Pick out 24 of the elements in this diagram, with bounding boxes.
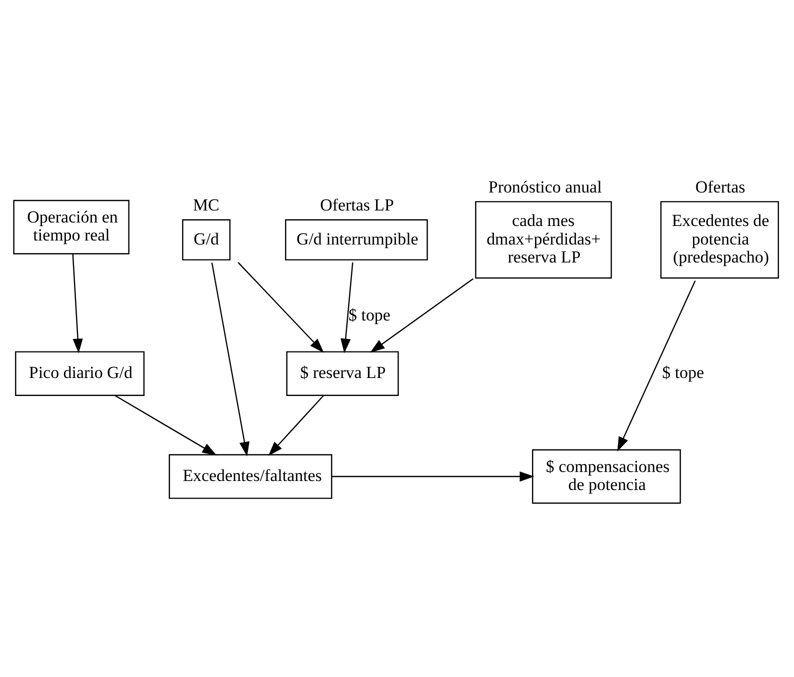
node-box: G/d [182,219,231,260]
node-box: Excedentes/faltantes [168,454,332,499]
arrow [617,280,696,452]
arrow [268,395,324,456]
node-box: G/d interrumpible [285,219,428,260]
node-label: Pronóstico anual [488,177,602,196]
edge-label: $ tope [348,306,390,325]
arrow [370,278,474,353]
arrow [332,471,534,482]
arrow [114,395,217,456]
edge-label: $ tope [662,363,704,382]
node-label: MC [192,195,220,214]
arrow [340,262,354,354]
arrow [72,254,83,354]
node-box: Operación en tiempo real [13,200,130,254]
arrow [238,262,324,353]
arrow [211,262,250,456]
node-label: Ofertas LP [320,195,394,214]
node-label: Ofertas [695,177,746,196]
node-box: cada mes dmax+pérdidas+ reserva LP [475,201,612,279]
node-box: $ reserva LP [286,351,399,396]
node-box: Pico diario G/d [15,351,145,396]
node-box: Excedentes de potencia (predespacho) [660,201,779,279]
node-box: $ compensaciones de potencia [532,449,681,504]
